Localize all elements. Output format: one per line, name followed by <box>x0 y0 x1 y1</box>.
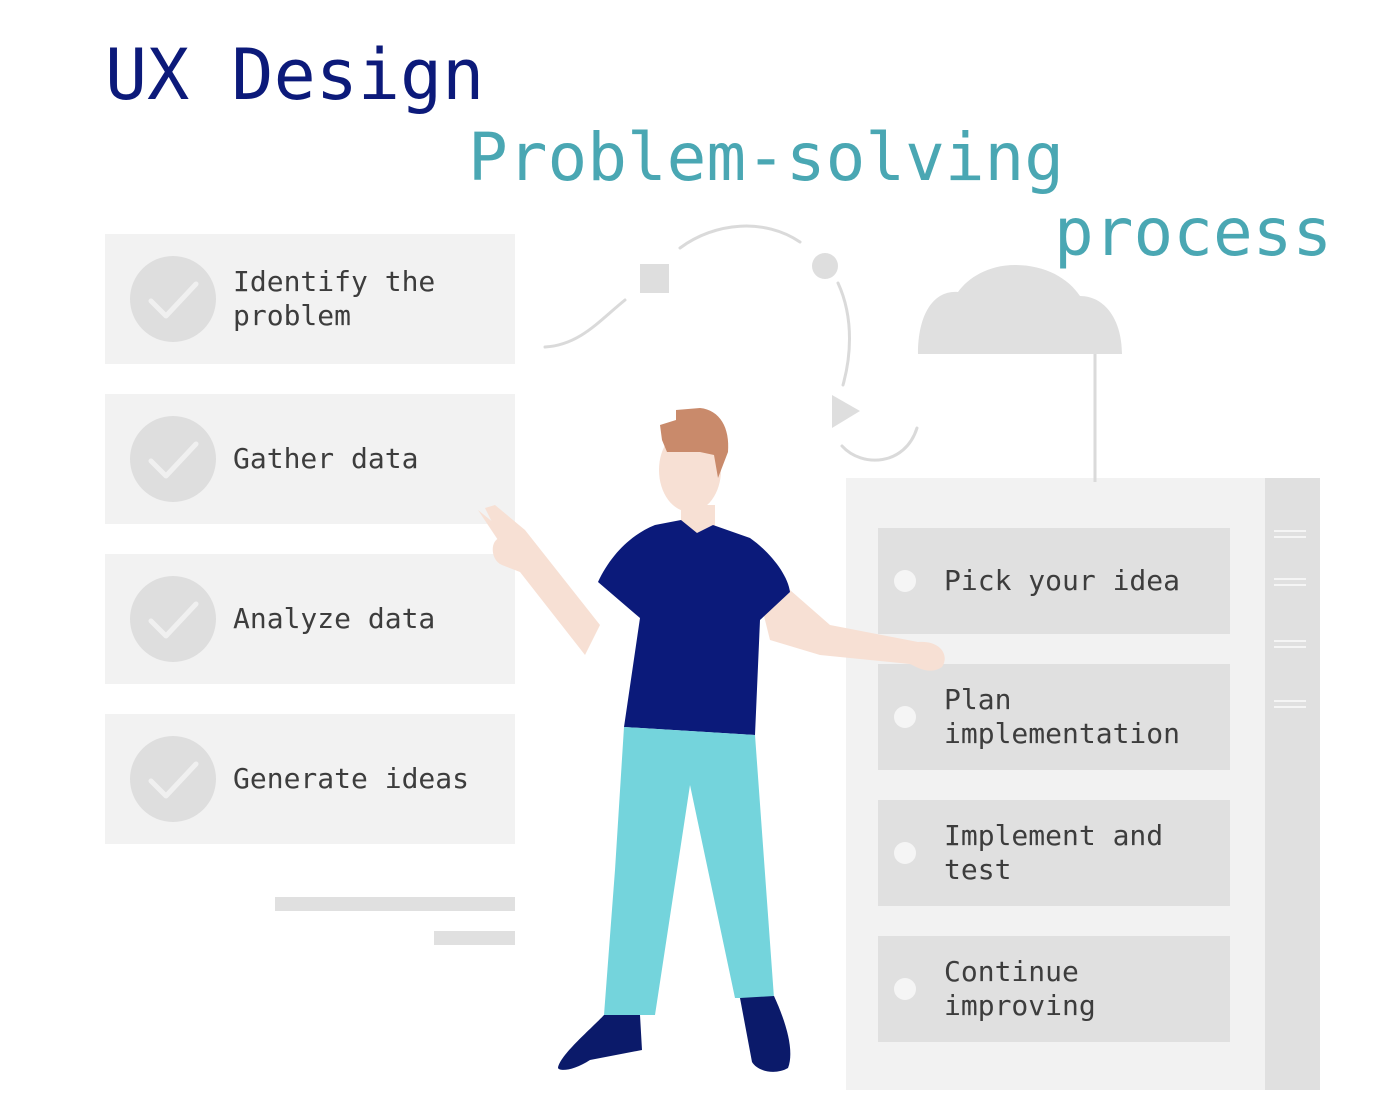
sidebar-line <box>1274 646 1306 648</box>
flow-curve <box>836 281 851 387</box>
triangle-shape-icon <box>832 395 860 428</box>
right-step-label: Plan implementation <box>944 683 1181 750</box>
cloud-icon <box>918 265 1122 354</box>
checkmark-icon <box>130 736 216 822</box>
task-board-sidebar <box>1265 478 1320 1090</box>
left-step-label: Gather data <box>233 442 419 475</box>
right-step-label: Continue improving <box>944 955 1096 1022</box>
bullet-dot-icon <box>894 706 916 728</box>
sidebar-line <box>1274 584 1306 586</box>
square-shape-icon <box>640 264 669 293</box>
page-title: UX Design <box>105 34 485 116</box>
right-step-label: Pick your idea <box>944 564 1181 597</box>
checkmark-icon <box>130 576 216 662</box>
sidebar-line <box>1274 578 1306 580</box>
flow-curve <box>543 298 627 349</box>
right-step-card: Implement and test <box>878 800 1230 906</box>
right-step-label: Implement and test <box>944 819 1164 886</box>
sidebar-line <box>1274 640 1306 642</box>
left-step-label: Identify the problem <box>233 265 436 332</box>
left-step-label: Generate ideas <box>233 762 470 795</box>
sidebar-line <box>1274 530 1306 532</box>
left-step-card: Generate ideas <box>105 714 515 844</box>
left-step-label: Analyze data <box>233 602 436 635</box>
bullet-dot-icon <box>894 978 916 1000</box>
checkmark-icon <box>130 416 216 502</box>
placeholder-bar <box>434 931 515 945</box>
bullet-dot-icon <box>894 842 916 864</box>
circle-shape-icon <box>812 253 838 279</box>
sidebar-line <box>1274 536 1306 538</box>
right-step-card: Continue improving <box>878 936 1230 1042</box>
right-step-card: Plan implementation <box>878 664 1230 770</box>
sidebar-line <box>1274 706 1306 708</box>
subtitle-line-2: process <box>1054 194 1333 271</box>
left-step-card: Gather data <box>105 394 515 524</box>
right-step-card: Pick your idea <box>878 528 1230 634</box>
subtitle-line-1: Problem-solving <box>468 119 1065 196</box>
placeholder-bar <box>275 897 515 911</box>
left-step-card: Analyze data <box>105 554 515 684</box>
left-step-card: Identify the problem <box>105 234 515 364</box>
flow-curve <box>840 426 919 462</box>
person-figure <box>478 408 945 1072</box>
flow-curve <box>678 224 802 250</box>
sidebar-line <box>1274 700 1306 702</box>
bullet-dot-icon <box>894 570 916 592</box>
checkmark-icon <box>130 256 216 342</box>
